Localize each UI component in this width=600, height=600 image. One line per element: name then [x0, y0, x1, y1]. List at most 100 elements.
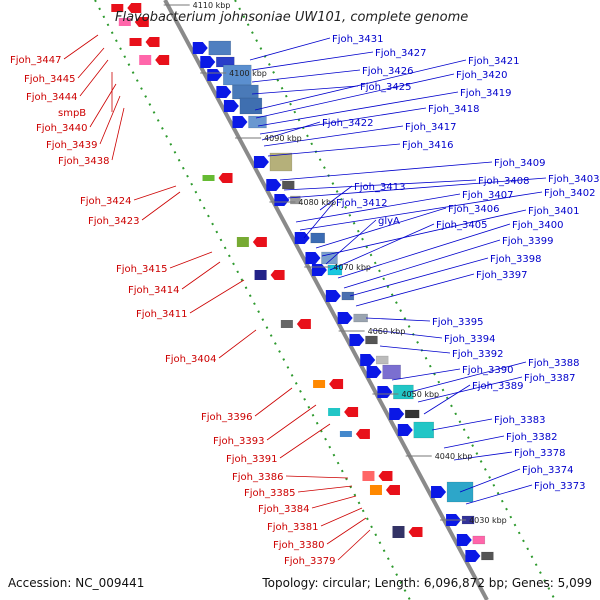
- scale-tick-label: 4110 kbp: [193, 1, 231, 10]
- scale-tick-label: 4070 kbp: [333, 263, 371, 272]
- forward-gene-block: [282, 180, 295, 190]
- scale-tick-label: 4030 kbp: [469, 516, 507, 525]
- reverse-gene-block: [118, 18, 131, 26]
- left-gene-label: Fjoh_3385: [244, 488, 295, 499]
- forward-gene-block: [269, 152, 293, 172]
- forward-gene-arrow: [465, 550, 481, 562]
- left-label-leader: [254, 387, 293, 417]
- reverse-gene-block: [369, 485, 382, 495]
- forward-gene-arrow: [294, 232, 310, 244]
- left-gene-label: Fjoh_3411: [136, 309, 187, 320]
- right-label-leader: [254, 59, 467, 111]
- forward-gene-block: [413, 421, 435, 439]
- right-label-leader: [261, 121, 321, 141]
- forward-gene-arrow: [207, 69, 223, 81]
- right-label-leader: [459, 468, 521, 493]
- left-label-leader: [285, 475, 349, 479]
- forward-gene-arrow: [337, 312, 353, 324]
- right-label-leader: [465, 484, 533, 505]
- reverse-gene-arrow: [155, 55, 170, 65]
- reverse-gene-arrow: [296, 319, 311, 329]
- left-gene-label: Fjoh_3396: [201, 412, 252, 423]
- forward-gene-block: [341, 291, 355, 301]
- left-gene-label: smpB: [58, 108, 86, 119]
- left-label-leader: [181, 261, 221, 290]
- forward-gene-block: [353, 313, 368, 323]
- forward-gene-arrow: [216, 86, 232, 98]
- forward-gene-block: [375, 355, 389, 365]
- left-gene-label: Fjoh_3438: [58, 156, 109, 167]
- scale-tick-label: 4080 kbp: [298, 198, 336, 207]
- left-label-leader: [99, 95, 121, 145]
- reverse-gene-arrow: [344, 407, 359, 417]
- reverse-gene-arrow: [270, 270, 285, 280]
- forward-gene-arrow: [305, 252, 321, 264]
- forward-gene-arrow: [349, 334, 365, 346]
- left-label-leader: [169, 251, 213, 269]
- right-label-leader: [249, 37, 331, 61]
- reverse-gene-arrow: [134, 17, 149, 27]
- forward-gene-arrow: [223, 100, 239, 112]
- right-label-leader: [349, 257, 489, 297]
- right-label-leader: [443, 435, 505, 449]
- right-gene-label: Fjoh_3382: [506, 432, 557, 443]
- left-label-leader: [63, 34, 99, 60]
- forward-gene-block: [327, 264, 343, 276]
- forward-gene-arrow: [389, 408, 405, 420]
- right-gene-label: Fjoh_3374: [522, 465, 573, 476]
- right-label-leader: [431, 418, 493, 431]
- forward-gene-block: [404, 409, 420, 419]
- right-label-leader: [267, 143, 401, 157]
- left-label-leader: [141, 191, 181, 221]
- reverse-gene-block: [392, 526, 405, 538]
- left-label-leader: [77, 47, 105, 79]
- reverse-gene-arrow: [329, 379, 344, 389]
- right-gene-label: Fjoh_3388: [528, 358, 579, 369]
- reverse-gene-arrow: [378, 471, 393, 481]
- left-gene-label: Fjoh_3393: [213, 436, 264, 447]
- forward-gene-block: [208, 40, 232, 56]
- right-label-leader: [391, 368, 461, 381]
- forward-gene-arrow: [200, 56, 216, 68]
- forward-gene-arrow: [456, 534, 472, 546]
- right-gene-label: Fjoh_3421: [468, 56, 519, 67]
- right-label-leader: [417, 376, 523, 403]
- left-label-leader: [133, 185, 177, 201]
- scale-tick-label: 4090 kbp: [264, 134, 302, 143]
- right-gene-label: Fjoh_3392: [452, 349, 503, 360]
- reverse-gene-block: [254, 270, 267, 280]
- right-label-leader: [365, 317, 431, 322]
- forward-gene-block: [393, 384, 414, 400]
- right-gene-label: Fjoh_3418: [428, 104, 479, 115]
- reverse-gene-arrow: [408, 527, 423, 537]
- right-gene-label: Fjoh_3425: [360, 82, 411, 93]
- left-label-leader: [111, 107, 125, 161]
- left-gene-label: Fjoh_3384: [258, 504, 309, 515]
- right-label-leader: [251, 69, 361, 83]
- reverse-gene-block: [328, 408, 341, 416]
- right-gene-label: Fjoh_3405: [436, 220, 487, 231]
- forward-gene-arrow: [266, 179, 282, 191]
- reverse-gene-arrow: [127, 3, 142, 13]
- right-label-leader: [355, 273, 475, 307]
- right-gene-label: Fjoh_3390: [462, 365, 513, 376]
- reverse-gene-block: [339, 431, 352, 437]
- right-label-leader: [379, 345, 451, 354]
- right-label-leader: [329, 223, 435, 271]
- right-gene-label: glyA: [378, 216, 400, 227]
- right-label-leader: [257, 91, 459, 127]
- right-label-leader: [453, 451, 513, 461]
- right-gene-label: Fjoh_3383: [494, 415, 545, 426]
- left-label-leader: [266, 404, 317, 441]
- right-gene-label: Fjoh_3408: [478, 176, 529, 187]
- reverse-gene-arrow: [218, 173, 233, 183]
- left-gene-label: Fjoh_3444: [26, 92, 77, 103]
- scale-tick-label: 4050 kbp: [401, 390, 439, 399]
- reverse-gene-arrow: [385, 485, 400, 495]
- right-gene-label: Fjoh_3398: [490, 254, 541, 265]
- right-gene-label: Fjoh_3378: [514, 448, 565, 459]
- reverse-gene-block: [236, 237, 249, 247]
- forward-gene-arrow: [311, 264, 327, 276]
- forward-gene-arrow: [192, 42, 208, 54]
